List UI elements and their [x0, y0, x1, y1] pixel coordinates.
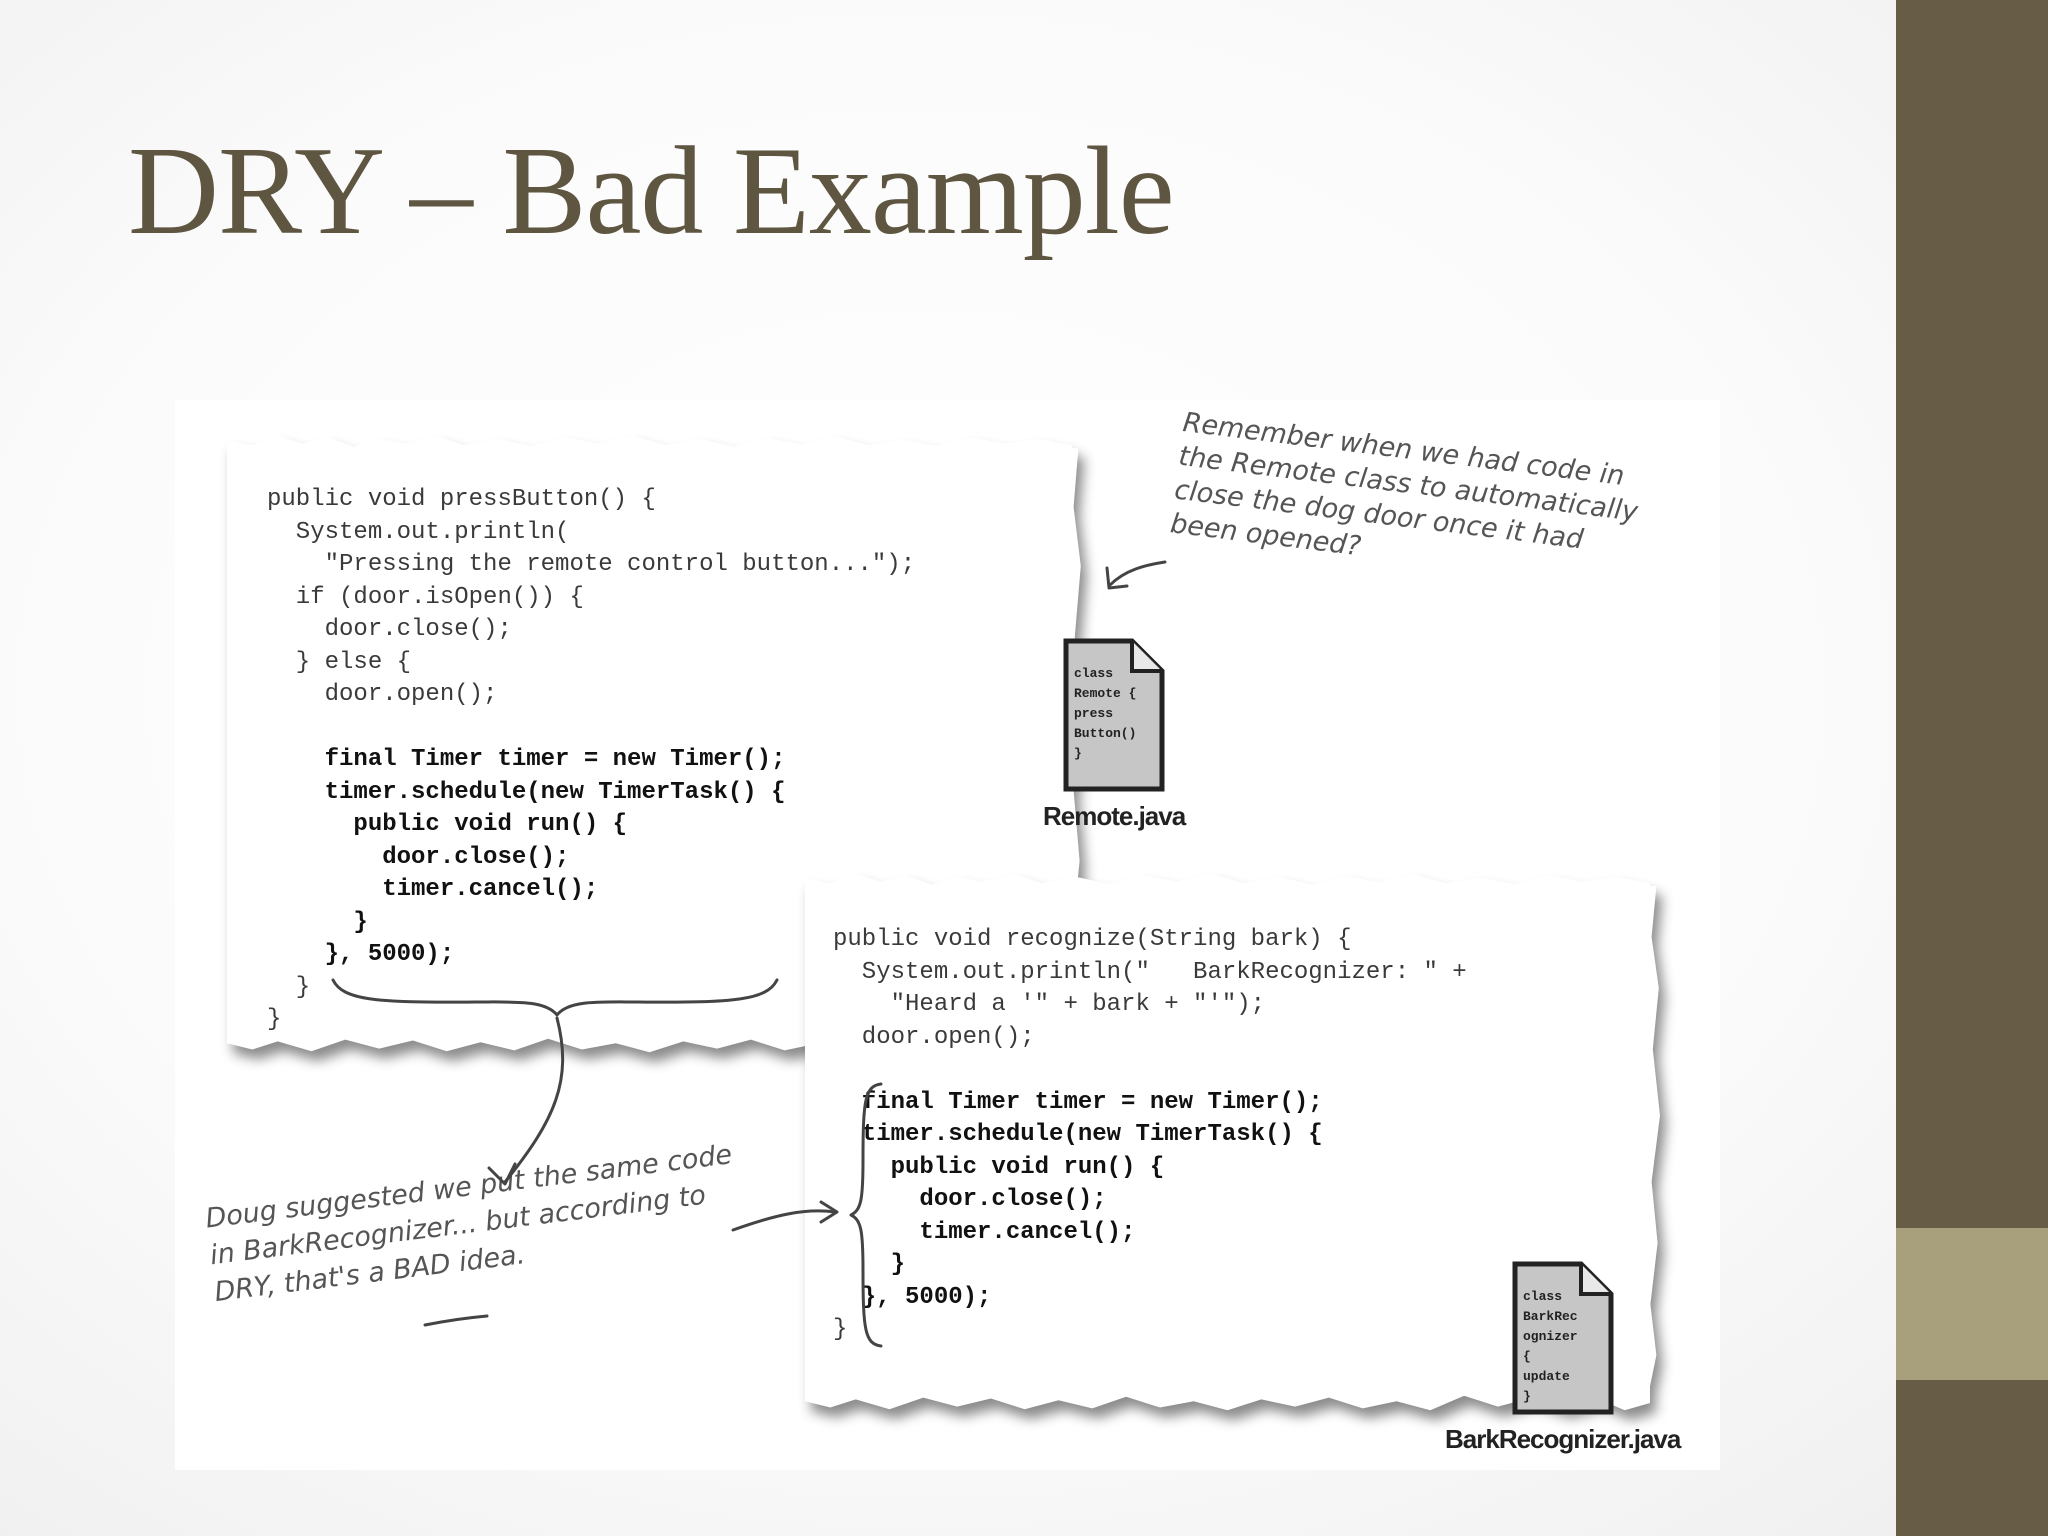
code-line-duplicated: }, 5000); — [267, 941, 455, 968]
code-line-duplicated: timer.schedule(new TimerTask() { — [833, 1121, 1323, 1148]
code-bark: public void recognize(String bark) { Sys… — [833, 924, 1467, 1347]
file-icon-text: { — [1523, 1349, 1531, 1364]
code-line: } else { — [267, 648, 412, 676]
file-icon-text: Button() — [1074, 726, 1136, 741]
code-line-duplicated: timer.cancel(); — [833, 1218, 1136, 1246]
file-icon-text: press — [1074, 706, 1113, 721]
code-remote: public void pressButton() { System.out.p… — [267, 484, 915, 1037]
annotation-doug: Doug suggested we put the same code in B… — [203, 1136, 743, 1311]
code-line: door.close(); — [267, 616, 512, 643]
slide-title: DRY – Bad Example — [128, 122, 1175, 261]
code-line: "Pressing the remote control button...")… — [267, 551, 916, 578]
file-icon-text: } — [1523, 1389, 1531, 1404]
code-line-duplicated: timer.cancel(); — [267, 876, 599, 903]
figure: public void pressButton() { System.out.p… — [175, 400, 1720, 1470]
file-icon-text: class — [1074, 666, 1113, 681]
file-label-bark: BarkRecognizer.java — [1445, 1424, 1681, 1454]
file-remote: class Remote { press Button() } Remote.j… — [1043, 635, 1186, 832]
underline-bad — [423, 1314, 489, 1327]
file-icon-text: BarkRec — [1523, 1309, 1578, 1324]
code-line-duplicated: } — [833, 1251, 906, 1278]
code-line-duplicated: door.close(); — [267, 843, 570, 871]
code-line: door.open(); — [267, 681, 498, 708]
sidebar-stripe — [1896, 0, 2048, 1536]
arrow-from-remember-note — [1108, 560, 1167, 587]
code-line: System.out.println( — [267, 518, 570, 546]
file-icon-text: } — [1074, 746, 1082, 761]
code-line: public void recognize(String bark) { — [833, 926, 1352, 953]
arrowhead-icon — [1105, 566, 1129, 590]
file-icon-text: class — [1523, 1289, 1562, 1304]
code-line-duplicated: }, 5000); — [833, 1283, 992, 1311]
annotation-remember: Remember when we had code in the Remote … — [1168, 406, 1643, 597]
code-line: } — [833, 1316, 848, 1343]
code-line-duplicated: timer.schedule(new TimerTask() { — [267, 778, 786, 806]
code-line-duplicated: } — [267, 908, 368, 936]
code-line: if (door.isOpen()) { — [267, 583, 584, 611]
code-line-duplicated: door.close(); — [833, 1186, 1107, 1213]
code-line-duplicated: public void run() { — [267, 811, 628, 838]
code-line: } — [267, 1006, 282, 1033]
code-line: "Heard a '" + bark + "'"); — [833, 991, 1266, 1018]
file-label-remote: Remote.java — [1043, 801, 1186, 831]
java-file-icon: class Remote { press Button() } — [1063, 638, 1165, 792]
code-line: public void pressButton() { — [267, 486, 656, 513]
code-line-duplicated: public void run() { — [833, 1153, 1165, 1181]
file-icon-text: update — [1523, 1369, 1570, 1384]
code-line: door.open(); — [833, 1023, 1035, 1051]
file-icon-text: ognizer — [1523, 1329, 1578, 1344]
code-snippet-remote: public void pressButton() { System.out.p… — [227, 435, 1082, 1053]
sidebar-accent-block — [1896, 1228, 2048, 1380]
code-line: System.out.println(" BarkRecognizer: " + — [833, 958, 1467, 986]
file-icon-text: Remote { — [1074, 686, 1136, 701]
file-bark: class BarkRec ognizer { update } BarkRec… — [1445, 1258, 1681, 1455]
java-file-icon: class BarkRec ognizer { update } — [1512, 1261, 1614, 1415]
code-line: } — [267, 973, 311, 1001]
code-snippet-bark: public void recognize(String bark) { Sys… — [805, 873, 1660, 1411]
code-line-duplicated: final Timer timer = new Timer(); — [267, 746, 786, 773]
code-line-duplicated: final Timer timer = new Timer(); — [833, 1088, 1323, 1116]
